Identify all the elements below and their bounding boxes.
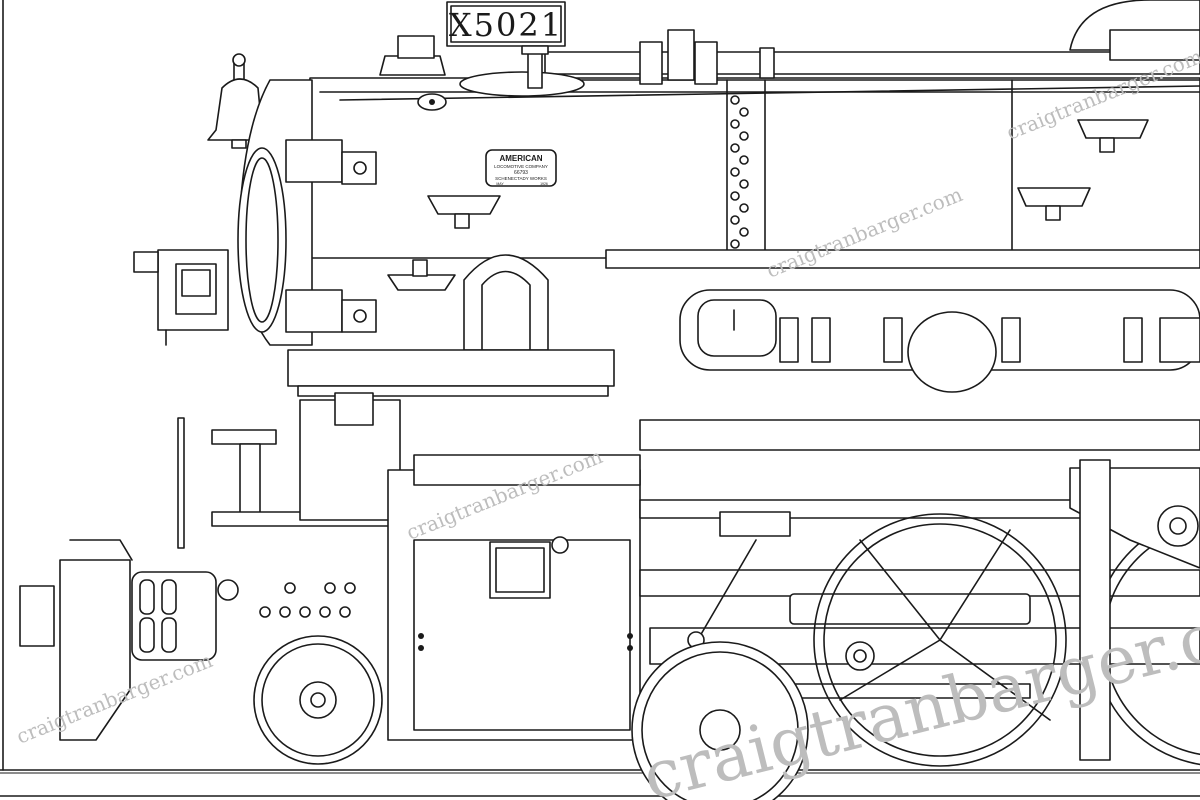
pony-wheel bbox=[253, 635, 383, 765]
boiler bbox=[299, 77, 1200, 259]
number-plate-text: X5021 bbox=[449, 6, 563, 44]
builder-plate: AMERICAN LOCOMOTIVE COMPANY 66793 SCHENE… bbox=[485, 149, 557, 187]
cylinder bbox=[387, 454, 641, 741]
main-rod bbox=[1069, 459, 1200, 761]
frame-bolts bbox=[259, 582, 356, 618]
running-board bbox=[287, 249, 1200, 397]
number-plate: X5021 bbox=[446, 1, 566, 47]
brackets bbox=[387, 119, 1149, 291]
rivet-column bbox=[730, 95, 749, 249]
builder-plate-line2: LOCOMOTIVE COMPANY bbox=[494, 164, 548, 169]
builder-plate-month: MAY bbox=[496, 182, 504, 186]
steam-pipe bbox=[463, 254, 549, 351]
front-frame bbox=[177, 392, 401, 549]
builder-plate-year: 1926 bbox=[540, 182, 548, 186]
builder-plate-line4: SCHENECTADY WORKS bbox=[495, 176, 547, 181]
top-piping bbox=[339, 0, 1200, 111]
driving-wheel-2 bbox=[813, 513, 1067, 767]
rail bbox=[0, 769, 1200, 797]
builder-plate-line1: AMERICAN bbox=[499, 154, 542, 163]
coupler bbox=[19, 539, 239, 741]
headlight bbox=[133, 249, 229, 346]
smokebox-front bbox=[237, 79, 377, 346]
air-line bbox=[679, 289, 1200, 393]
builder-plate-line3: 66793 bbox=[514, 170, 528, 176]
driving-wheel-1 bbox=[631, 641, 809, 800]
